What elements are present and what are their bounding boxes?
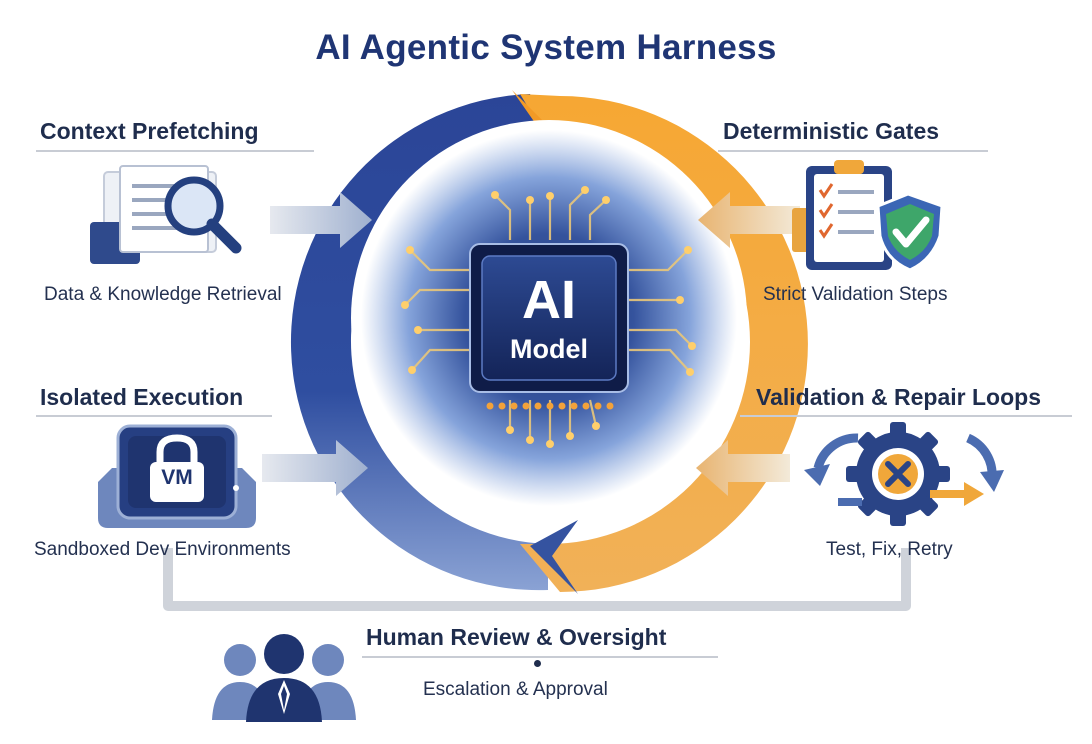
checklist-shield-icon (792, 160, 944, 272)
divider (718, 150, 988, 152)
arrow-gates (698, 192, 800, 248)
caption-isolated-execution: Sandboxed Dev Environments (34, 539, 291, 560)
heading-deterministic-gates: Deterministic Gates (723, 118, 940, 144)
arrow-context (270, 192, 372, 248)
heading-context-prefetching: Context Prefetching (40, 118, 259, 144)
bullet-dot (534, 660, 541, 667)
divider (36, 415, 272, 417)
divider (36, 150, 314, 152)
divider (740, 415, 1072, 417)
caption-context-prefetching: Data & Knowledge Retrieval (44, 284, 282, 305)
caption-deterministic-gates: Strict Validation Steps (763, 284, 948, 305)
heading-human-review: Human Review & Oversight (366, 624, 667, 650)
circuit-traces (404, 189, 693, 444)
caption-validation-repair: Test, Fix, Retry (826, 539, 953, 560)
chip-label-ai: AI (522, 270, 576, 330)
vm-lock-icon (98, 424, 256, 528)
people-icon (212, 634, 356, 722)
heading-validation-repair: Validation & Repair Loops (756, 384, 1041, 410)
divider (362, 656, 718, 658)
arrow-isolated (262, 440, 368, 496)
gear-cycle-icon (804, 422, 1004, 526)
heading-isolated-execution: Isolated Execution (40, 384, 244, 410)
document-magnifier-icon (90, 165, 242, 264)
diagram-title: AI Agentic System Harness (315, 28, 777, 67)
caption-human-review: Escalation & Approval (423, 679, 608, 700)
chip-label-model: Model (510, 334, 588, 364)
arrow-repair (696, 440, 790, 496)
vm-badge: VM (161, 466, 193, 489)
